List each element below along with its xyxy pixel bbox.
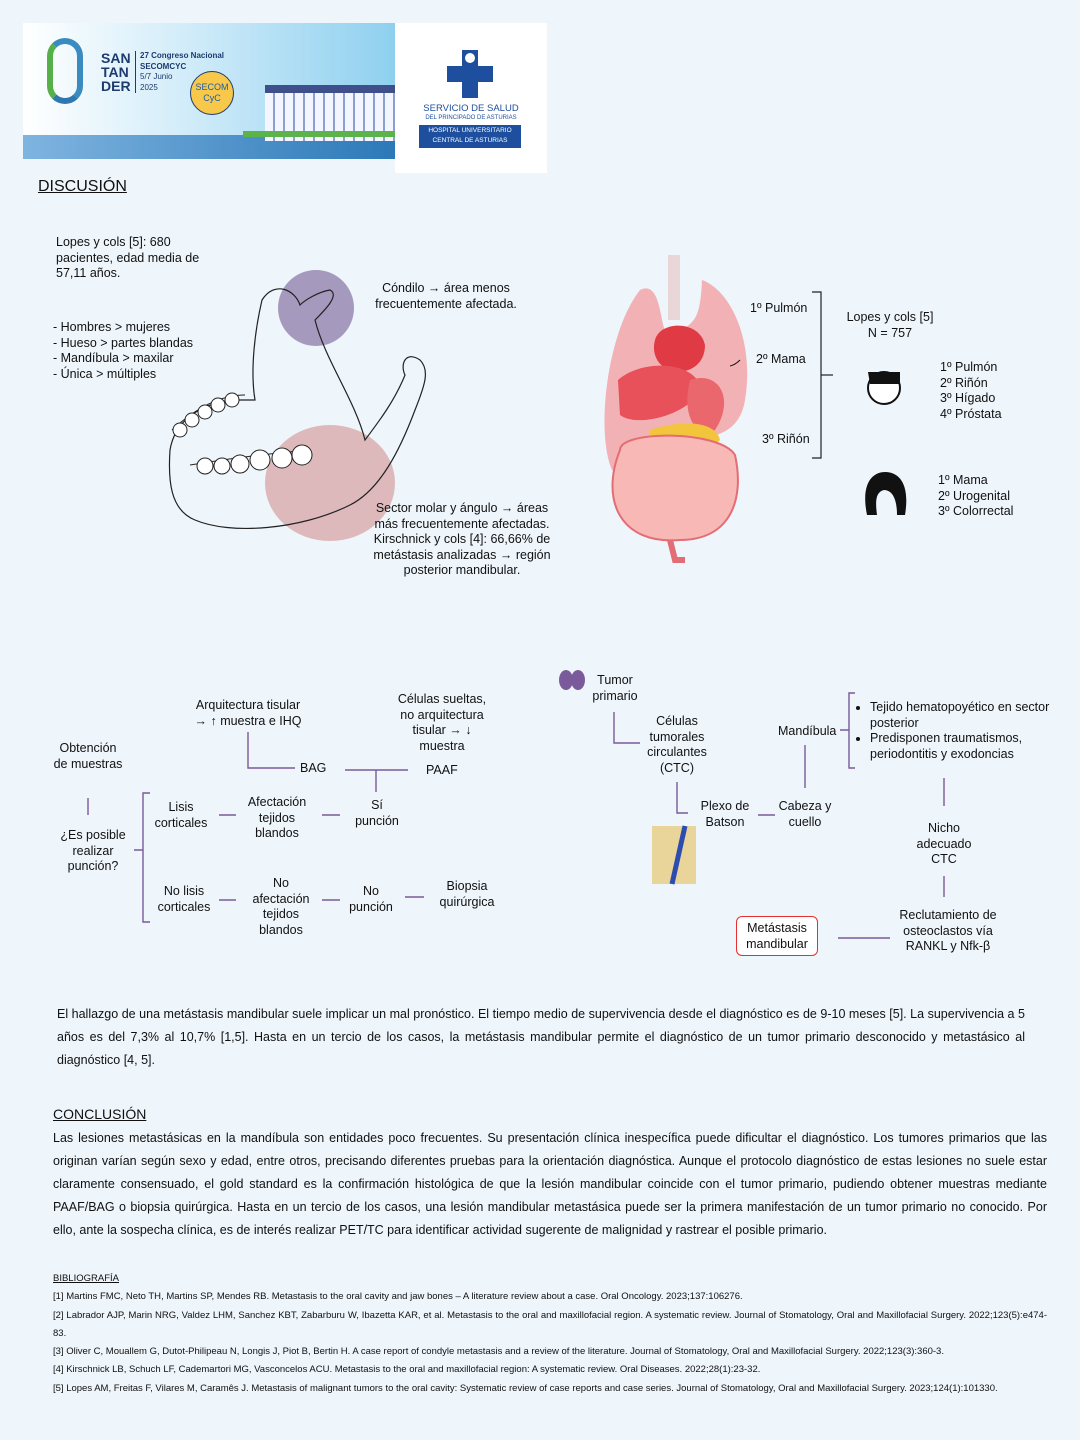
molar-note: Sector molar y ángulo → áreas más frecue… <box>373 501 551 577</box>
conclusion-paragraph: Las lesiones metastásicas en la mandíbul… <box>53 1131 1047 1237</box>
bibliography-title: BIBLIOGRAFÍA <box>53 1273 119 1284</box>
dates: 5/7 Junio <box>140 72 173 81</box>
lisis-node: Lisis corticales <box>154 800 208 830</box>
reference: [4] Kirschnick LB, Schuch LF, Cademartor… <box>53 1364 761 1376</box>
metastasis-node: Metástasis mandibular <box>736 916 818 956</box>
nicho-node: Nicho adecuado CTC <box>916 821 972 866</box>
reclutamiento-node: Reclutamiento de osteoclastos vía RANKL … <box>899 908 997 953</box>
reference: [2] Labrador AJP, Marin NRG, Valdez LHM,… <box>53 1309 1047 1339</box>
male-item: 3º Hígado <box>940 391 996 405</box>
mandible-reason: Predisponen traumatismos, periodontitis … <box>870 731 1050 762</box>
celulas-note: Células sueltas, no arquitectura tisular… <box>397 692 487 753</box>
bullet: - Mandíbula > maxilar <box>53 351 174 365</box>
left-flowchart-connectors <box>87 732 424 923</box>
city-line: DER <box>101 78 131 94</box>
tumor-primario-node: Tumor primario <box>592 673 638 703</box>
prognosis-paragraph: El hallazgo de una metástasis mandibular… <box>57 1007 1025 1067</box>
obtencion-node: Obtención de muestras <box>53 741 123 771</box>
no-puncion-node: No punción <box>349 884 393 914</box>
congress-name: 27 Congreso Nacional <box>140 51 225 60</box>
bag-node: BAG <box>300 761 327 775</box>
cross-icon <box>447 50 493 98</box>
mandible-illustration <box>168 270 427 541</box>
right-flowchart-connectors <box>613 692 945 939</box>
arquitectura-note: Arquitectura tisular → ↑ muestra e IHQ <box>194 698 302 728</box>
bullet: - Hombres > mujeres <box>53 320 171 334</box>
city-line: SAN <box>101 50 131 66</box>
female-item: 1º Mama <box>938 473 988 487</box>
male-item: 1º Pulmón <box>940 360 998 374</box>
female-item: 2º Urogenital <box>938 488 1010 503</box>
city-line: TAN <box>101 64 129 80</box>
health-service-sub: DEL PRINCIPADO DE ASTURIAS <box>425 115 517 121</box>
reference: [5] Lopes AM, Freitas F, Vilares M, Cara… <box>53 1382 998 1394</box>
cabeza-cuello-node: Cabeza y cuello <box>778 799 832 829</box>
mandible-reason: Tejido hematopoyético en sector posterio… <box>870 700 1050 731</box>
organ-label-kidney: 3º Riñón <box>762 432 810 446</box>
brackets <box>812 291 833 459</box>
lopes-n: Lopes y cols [5] N = 757 <box>846 310 934 340</box>
conclusion-title: CONCLUSIÓN <box>53 1106 147 1122</box>
no-afectacion-node: No afectación tejidos blandos <box>252 876 310 937</box>
kidney-icon <box>559 670 585 690</box>
organ-label-breast: 2º Mama <box>756 352 806 366</box>
no-lisis-node: No lisis corticales <box>157 884 211 914</box>
si-puncion-node: Sí punción <box>355 798 399 828</box>
society-name: SECOMCYC <box>140 61 187 71</box>
hospital-name-2: CENTRAL DE ASTURIAS <box>432 137 508 144</box>
puncion-question: ¿Es posible realizar punción? <box>60 828 126 873</box>
female-head-icon <box>865 472 907 515</box>
afectacion-node: Afectación tejidos blandos <box>247 795 307 840</box>
hospital-name-1: HOSPITAL UNIVERSITARIO <box>428 127 512 134</box>
condyle-note: Cóndilo → área menos frecuentemente afec… <box>375 281 517 311</box>
congress-banner: SAN TAN DER 27 Congreso Nacional SECOMCY… <box>23 23 395 159</box>
secomcyc-logo: SECOM CyC <box>190 71 234 115</box>
male-item: 4º Próstata <box>940 406 1002 421</box>
organs-illustration <box>604 255 748 563</box>
hospital-logo: SERVICIO DE SALUD DEL PRINCIPADO DE ASTU… <box>395 23 547 173</box>
mandibula-node: Mandíbula <box>778 724 837 738</box>
organ-label-lung: 1º Pulmón <box>750 301 808 315</box>
biopsia-node: Biopsia quirúrgica <box>439 879 495 909</box>
reference: [3] Oliver C, Mouallem G, Dutot-Philipea… <box>53 1346 944 1358</box>
spine-illustration <box>652 825 696 885</box>
male-item: 2º Riñón <box>940 375 988 390</box>
ctc-node: Células tumorales circulantes (CTC) <box>647 714 707 775</box>
male-head-icon <box>867 371 901 405</box>
bullet: - Única > múltiples <box>53 366 157 381</box>
lopes-intro: Lopes y cols [5]: 680 pacientes, edad me… <box>56 235 200 280</box>
female-item: 3º Colorrectal <box>938 504 1014 518</box>
bullet: - Hueso > partes blandas <box>53 335 194 350</box>
santander-s-logo <box>47 38 83 104</box>
reference: [1] Martins FMC, Neto TH, Martins SP, Me… <box>53 1291 743 1303</box>
year: 2025 <box>140 82 158 92</box>
plexo-node: Plexo de Batson <box>700 799 750 829</box>
health-service-name: SERVICIO DE SALUD <box>423 103 519 114</box>
paaf-node: PAAF <box>426 763 458 777</box>
discussion-title: DISCUSIÓN <box>38 178 127 195</box>
